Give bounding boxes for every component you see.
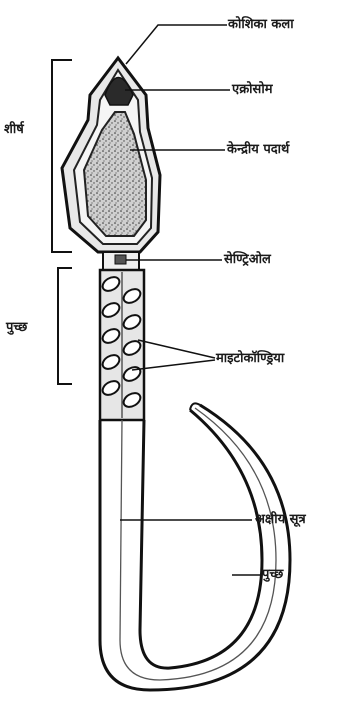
- tail-inner: [140, 410, 262, 668]
- leader-mito-1: [138, 340, 215, 358]
- label-head-bracket: शीर्ष: [4, 122, 24, 138]
- centriole-shape: [115, 255, 126, 264]
- label-tail-bracket: पुच्छ: [6, 320, 27, 336]
- label-tail-end: पुच्छ: [262, 567, 283, 583]
- label-acrosome: एक्रोसोम: [232, 82, 272, 98]
- label-cell-membrane: कोशिका कला: [228, 17, 294, 33]
- label-nucleus: केन्द्रीय पदार्थ: [227, 142, 289, 158]
- label-axial-filament: अक्षीय सूत्र: [255, 512, 306, 528]
- leader-cell-membrane: [126, 25, 227, 64]
- tail-tip: [190, 403, 200, 410]
- label-mitochondria: माइटोकॉण्ड्रिया: [216, 351, 284, 367]
- label-centriole: सेण्ट्रिओल: [224, 252, 271, 268]
- tail-bracket: [58, 268, 72, 384]
